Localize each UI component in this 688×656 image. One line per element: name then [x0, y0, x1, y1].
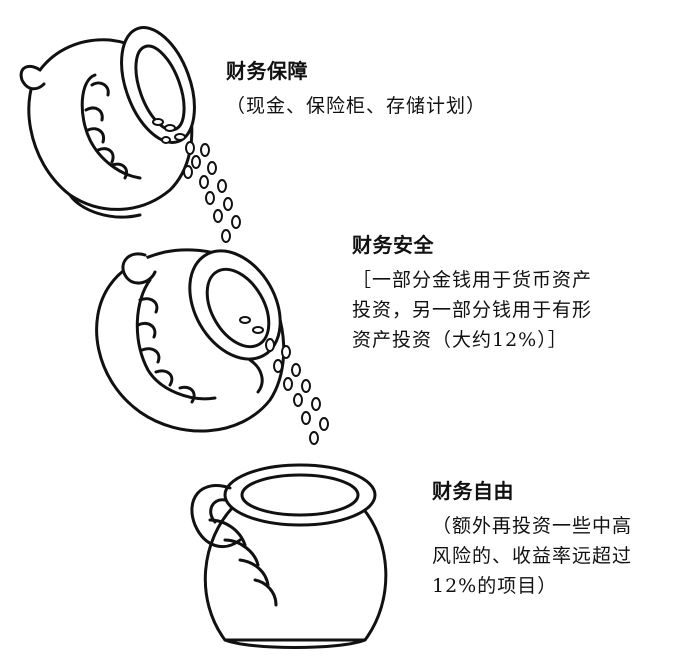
description-line: 12%的项目） [432, 575, 558, 597]
top-jar [19, 26, 196, 219]
description-line: 投资，另一部分钱用于有形 [352, 299, 593, 321]
level-title: 财务自由 [432, 479, 514, 503]
level-title: 财务保障 [226, 59, 308, 83]
level-description: （额外再投资一些中高 风险的、收益率远超过 12%的项目） [432, 511, 632, 601]
coins-stream-1 [152, 118, 241, 243]
middle-jar [95, 248, 286, 433]
level-label-financial-security: 财务保障 （现金、保险柜、存储计划） [226, 58, 486, 121]
description-line: （额外再投资一些中高 [432, 515, 633, 537]
description-line: 风险的、收益率远超过 [432, 545, 633, 567]
level-description: （现金、保险柜、存储计划） [226, 91, 486, 121]
level-description: ［一部分金钱用于货币资产 投资，另一部分钱用于有形 资产投资（大约12%）］ [352, 265, 592, 355]
description-line: （现金、保险柜、存储计划） [226, 95, 487, 117]
level-label-financial-freedom: 财务自由 （额外再投资一些中高 风险的、收益率远超过 12%的项目） [432, 478, 632, 601]
level-title: 财务安全 [352, 233, 434, 257]
description-line: 资产投资（大约12%）］ [352, 329, 568, 351]
level-label-financial-safety: 财务安全 ［一部分金钱用于货币资产 投资，另一部分钱用于有形 资产投资（大约12… [352, 232, 592, 355]
coins-stream-2 [239, 316, 329, 445]
bottom-jar [190, 463, 388, 649]
description-line: ［一部分金钱用于货币资产 [352, 269, 593, 291]
